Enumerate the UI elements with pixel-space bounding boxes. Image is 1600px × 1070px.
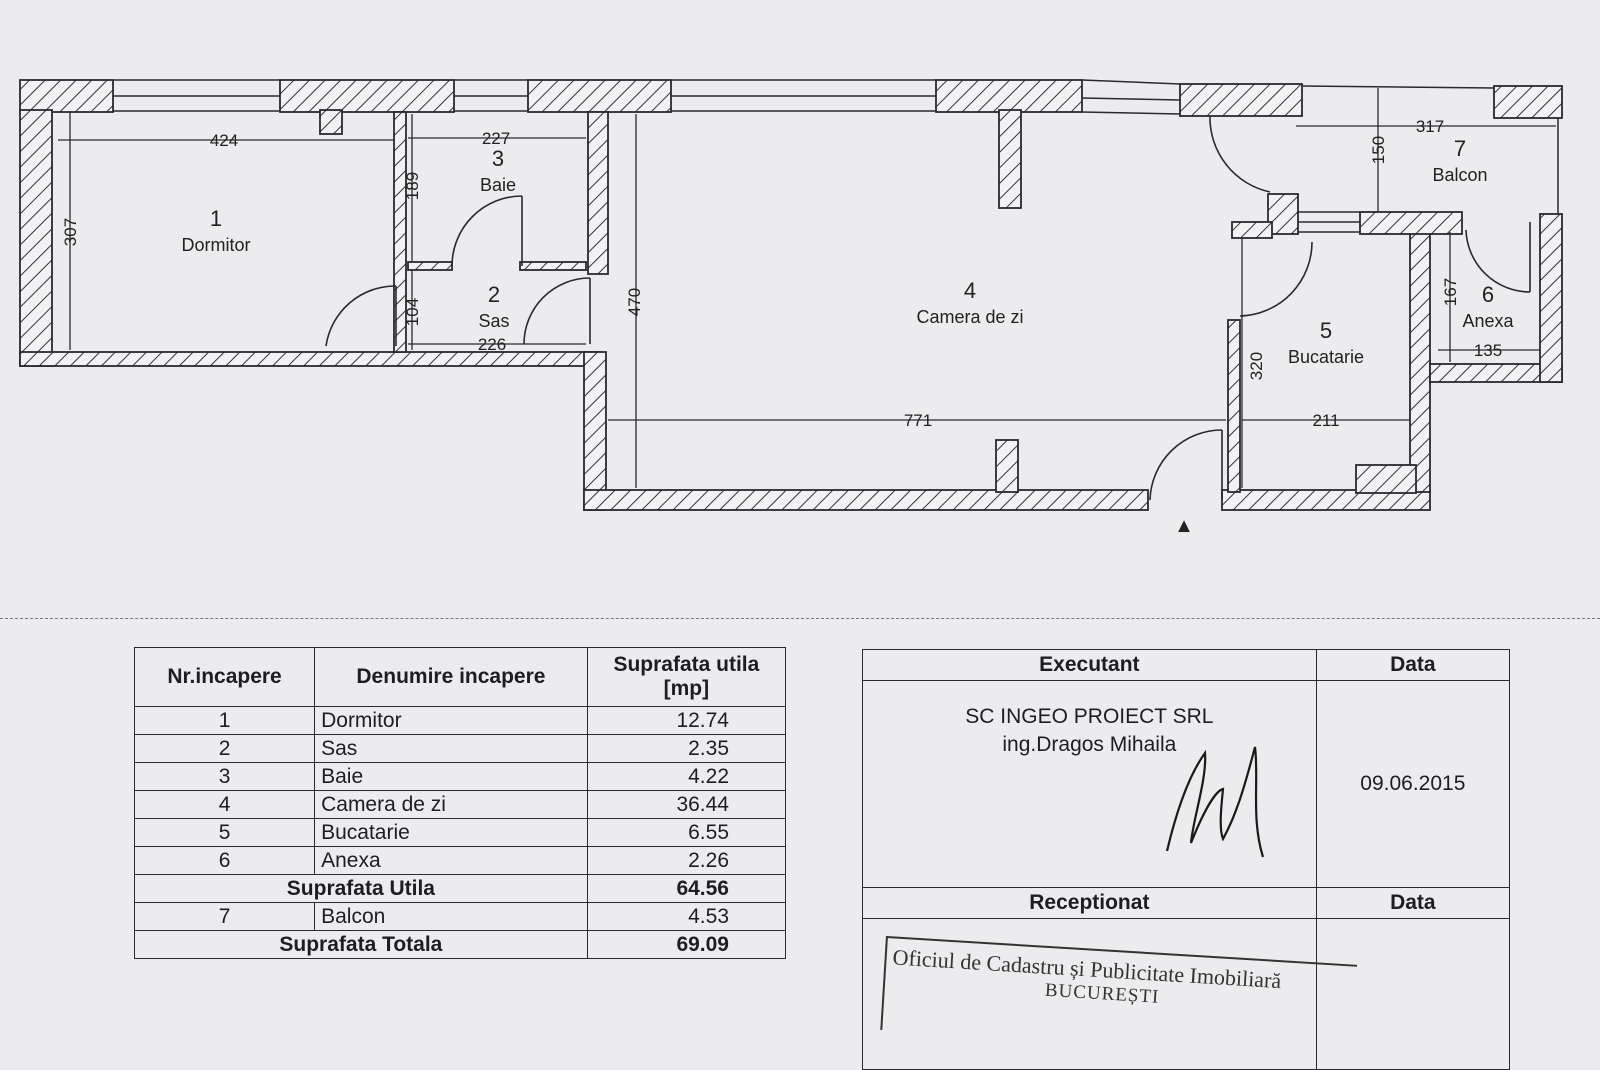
room-number-1: 1: [210, 206, 222, 231]
dimension-labels: 424 307 227 189 104 226 470 771 317 150 …: [61, 117, 1502, 430]
cell-nr: 6: [133, 846, 316, 875]
cell-name: Bucatarie: [314, 818, 588, 847]
room-number-6: 6: [1482, 282, 1494, 307]
table-header-row: Nr.incapere Denumire incapere Suprafata …: [133, 647, 787, 707]
cell-name: Baie: [314, 762, 588, 791]
dimension-lines: [58, 88, 1556, 488]
dim-bucatarie-width: 211: [1312, 411, 1339, 430]
date-cell: 09.06.2015: [1315, 680, 1511, 888]
dim-dormitor-depth: 307: [61, 218, 80, 246]
total-row: Suprafata Totala 69.09: [134, 930, 787, 959]
header-nr: Nr.incapere: [133, 647, 316, 707]
dim-sas-depth: 104: [403, 298, 422, 326]
room-number-2: 2: [488, 282, 500, 307]
room-name-2: Sas: [478, 311, 509, 331]
exterior-walls: [19, 79, 1563, 511]
dim-baie-depth: 189: [403, 172, 422, 200]
table-row: 3 Baie 4.22: [133, 762, 787, 791]
room-name-1: Dormitor: [181, 235, 250, 255]
table-row: 6 Anexa 2.26: [133, 846, 787, 875]
date-header: Data: [1315, 649, 1511, 681]
dim-anexa-width: 135: [1474, 341, 1502, 360]
subtotal-label: Suprafata Utila: [134, 874, 588, 903]
dim-camera-width: 771: [904, 411, 932, 430]
cell-area: 12.74: [586, 706, 787, 735]
signature-icon: [1165, 746, 1265, 858]
executant-header-row: Executant Data: [862, 649, 1511, 681]
cell-nr: 5: [133, 818, 316, 847]
table-row: 5 Bucatarie 6.55: [133, 818, 787, 847]
dim-balcon-width: 317: [1416, 117, 1444, 136]
company-name: SC INGEO PROIECT SRL: [965, 705, 1214, 728]
table-row: 1 Dormitor 12.74: [133, 706, 787, 735]
room-name-3: Baie: [480, 175, 516, 195]
header-area-line2: [mp]: [663, 677, 710, 700]
table-row: 7 Balcon 4.53: [133, 902, 787, 931]
room-name-5: Bucatarie: [1288, 347, 1364, 367]
header-name: Denumire incapere: [314, 647, 588, 707]
entrance-marker-icon: ▲: [1174, 515, 1194, 537]
dim-sas-width: 226: [478, 335, 506, 354]
room-name-6: Anexa: [1462, 311, 1514, 331]
cell-name: Anexa: [314, 846, 588, 875]
cell-name: Balcon: [314, 902, 588, 931]
cell-area: 4.53: [586, 902, 787, 931]
header-area-line1: Suprafata utila: [613, 653, 760, 676]
section-divider: [0, 618, 1600, 619]
table-row: 2 Sas 2.35: [133, 734, 787, 763]
cell-area: 2.35: [586, 734, 787, 763]
executant-cell: SC INGEO PROIECT SRL ing.Dragos Mihaila: [862, 680, 1317, 888]
executant-header: Executant: [862, 649, 1317, 681]
cell-nr: 3: [133, 762, 316, 791]
receptionat-header: Receptionat: [862, 887, 1317, 919]
cell-nr: 4: [133, 790, 316, 819]
engineer-name: ing.Dragos Mihaila: [1002, 733, 1177, 756]
total-area: 69.09: [586, 930, 787, 959]
room-labels: 1 Dormitor 2 Sas 3 Baie 4 Camera de zi 5…: [181, 136, 1514, 367]
cell-name: Sas: [314, 734, 588, 763]
subtotal-row: Suprafata Utila 64.56: [134, 874, 787, 903]
dim-bucatarie-depth: 320: [1247, 352, 1266, 380]
cell-area: 4.22: [586, 762, 787, 791]
dim-camera-depth: 470: [625, 288, 644, 316]
dim-balcon-depth: 150: [1369, 136, 1388, 164]
total-label: Suprafata Totala: [134, 930, 588, 959]
rooms-area-table: Nr.incapere Denumire incapere Suprafata …: [133, 647, 787, 959]
cell-area: 36.44: [586, 790, 787, 819]
receptionat-header-row: Receptionat Data: [862, 887, 1511, 919]
room-number-5: 5: [1320, 318, 1332, 343]
cell-area: 6.55: [586, 818, 787, 847]
cell-name: Camera de zi: [314, 790, 588, 819]
window-lines: [113, 79, 1559, 233]
cell-name: Dormitor: [314, 706, 588, 735]
subtotal-area: 64.56: [586, 874, 787, 903]
cell-area: 2.26: [586, 846, 787, 875]
dim-baie-width: 227: [482, 129, 510, 148]
cell-nr: 1: [133, 706, 316, 735]
header-area: Suprafata utila [mp]: [586, 647, 787, 707]
room-number-3: 3: [492, 146, 504, 171]
dim-anexa-depth: 167: [1441, 278, 1460, 306]
room-number-4: 4: [964, 278, 976, 303]
room-number-7: 7: [1454, 136, 1466, 161]
dim-dormitor-width: 424: [210, 131, 238, 150]
door-swings: [325, 115, 1531, 501]
floor-plan: 424 307 227 189 104 226 470 771 317 150 …: [19, 79, 1563, 537]
room-name-4: Camera de zi: [916, 307, 1023, 327]
date-header-2: Data: [1315, 887, 1511, 919]
table-row: 4 Camera de zi 36.44: [133, 790, 787, 819]
cell-nr: 7: [133, 902, 316, 931]
room-name-7: Balcon: [1432, 165, 1487, 185]
executant-row: SC INGEO PROIECT SRL ing.Dragos Mihaila …: [862, 680, 1511, 888]
cell-nr: 2: [133, 734, 316, 763]
